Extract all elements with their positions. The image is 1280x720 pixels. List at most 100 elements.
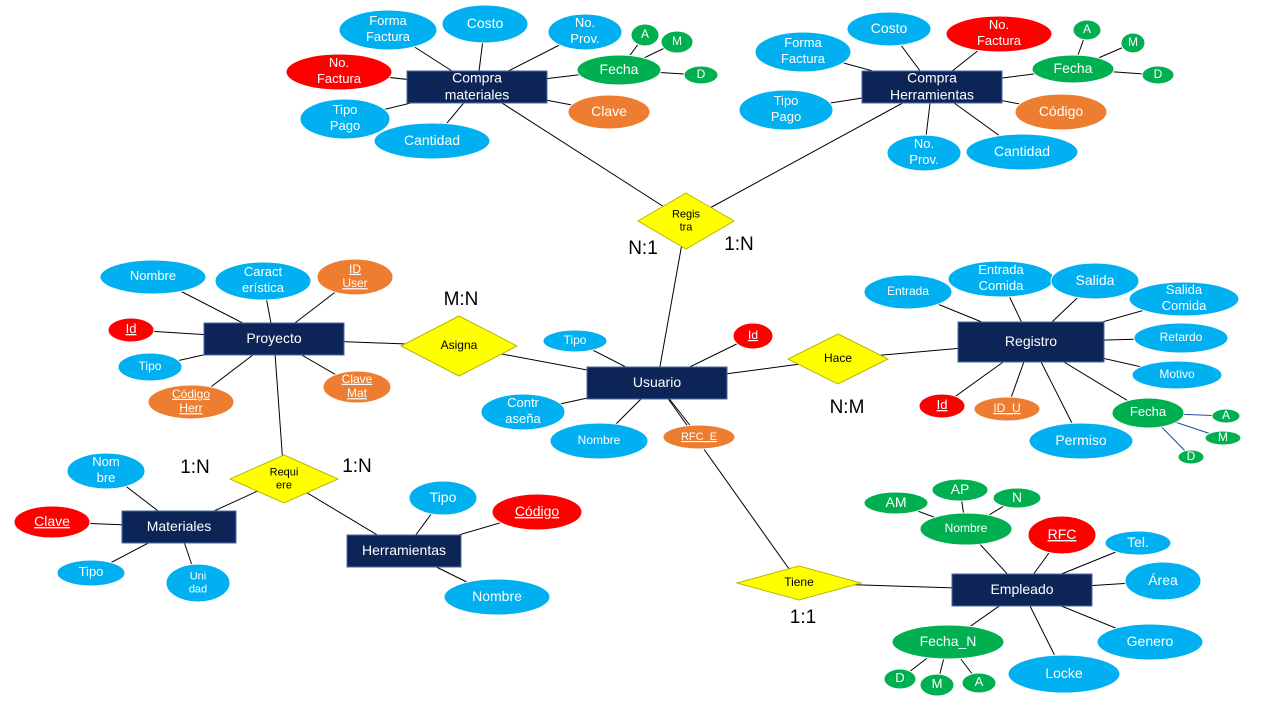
cardinality-hace: N:M xyxy=(830,397,865,418)
attribute-label: Id xyxy=(937,397,948,412)
attribute-cm-fecha[interactable]: Fecha xyxy=(576,54,662,86)
attribute-shape xyxy=(542,329,608,353)
attribute-shape xyxy=(567,94,651,130)
entity-label: Herramientas xyxy=(362,542,446,558)
attribute-ch-codigo[interactable]: Código xyxy=(1014,93,1108,131)
attribute-u-rfc-e[interactable]: RFC_E xyxy=(662,424,736,450)
entity-herramientas[interactable]: Herramientas xyxy=(346,534,462,568)
attribute-cm-no-prov[interactable]: No.Prov. xyxy=(547,13,623,51)
attribute-cm-fecha-d[interactable]: D xyxy=(683,65,719,85)
relationship-label: Asigna xyxy=(441,338,478,352)
attribute-h-codigo[interactable]: Código xyxy=(491,493,583,531)
attribute-e-n[interactable]: N xyxy=(992,487,1042,509)
attribute-label: D xyxy=(895,670,904,685)
entity-usuario[interactable]: Usuario xyxy=(586,366,728,400)
attribute-ch-no-factura[interactable]: No.Factura xyxy=(945,15,1053,53)
relationship-hace[interactable]: Hace xyxy=(786,333,890,385)
attribute-label: M xyxy=(1128,35,1138,49)
attribute-r-id-u[interactable]: ID_U xyxy=(973,396,1041,422)
attribute-r-id[interactable]: Id xyxy=(918,393,966,419)
attribute-r-motivo[interactable]: Motivo xyxy=(1131,360,1223,390)
attribute-e-fecha-m[interactable]: M xyxy=(919,673,955,697)
attribute-label: AP xyxy=(951,481,970,497)
attribute-r-salida[interactable]: Salida xyxy=(1050,262,1140,300)
attribute-p-id[interactable]: Id xyxy=(107,317,155,343)
attribute-ch-no-prov[interactable]: No.Prov. xyxy=(886,134,962,172)
attribute-m-tipo[interactable]: Tipo xyxy=(56,559,126,587)
attribute-r-fecha[interactable]: Fecha xyxy=(1111,397,1185,429)
attribute-e-locke[interactable]: Locke xyxy=(1007,654,1121,694)
attribute-ch-fecha-d[interactable]: D xyxy=(1141,65,1175,85)
relationship-asigna[interactable]: Asigna xyxy=(399,315,519,377)
attribute-shape xyxy=(285,53,393,91)
entity-registro[interactable]: Registro xyxy=(957,321,1105,363)
attribute-h-tipo[interactable]: Tipo xyxy=(408,480,478,516)
attribute-e-genero[interactable]: Genero xyxy=(1096,623,1204,661)
attribute-cm-no-factura[interactable]: No.Factura xyxy=(285,53,393,91)
attribute-r-fecha-d[interactable]: D xyxy=(1177,449,1205,465)
attribute-label: Genero xyxy=(1127,633,1174,649)
attribute-ch-costo[interactable]: Costo xyxy=(846,11,932,47)
attribute-e-area[interactable]: Área xyxy=(1124,561,1202,601)
attribute-p-tipo[interactable]: Tipo xyxy=(117,352,183,382)
attribute-cm-cantidad[interactable]: Cantidad xyxy=(373,122,491,160)
attribute-ch-fecha-a[interactable]: A xyxy=(1072,19,1102,41)
attribute-ch-fecha[interactable]: Fecha xyxy=(1031,54,1115,84)
attribute-label: Fecha xyxy=(1130,404,1167,419)
attribute-shape xyxy=(491,493,583,531)
attribute-r-entrada[interactable]: Entrada xyxy=(863,274,953,310)
attribute-ch-cantidad[interactable]: Cantidad xyxy=(965,133,1079,171)
attribute-cm-costo[interactable]: Costo xyxy=(441,4,529,44)
attribute-u-nombre[interactable]: Nombre xyxy=(549,422,649,460)
relationship-tiene[interactable]: Tiene xyxy=(735,565,863,601)
attribute-e-nombre[interactable]: Nombre xyxy=(919,512,1013,546)
attribute-r-retardo[interactable]: Retardo xyxy=(1133,322,1229,354)
attribute-e-rfc[interactable]: RFC xyxy=(1027,515,1097,555)
attribute-r-fecha-a[interactable]: A xyxy=(1211,408,1241,424)
attribute-e-fecha-a[interactable]: A xyxy=(961,672,997,694)
attribute-shape xyxy=(1133,322,1229,354)
attribute-label: RFC xyxy=(1048,526,1077,542)
attribute-p-nombre[interactable]: Nombre xyxy=(99,259,207,295)
attribute-e-tel[interactable]: Tel. xyxy=(1104,530,1172,556)
attribute-e-fecha-n[interactable]: Fecha_N xyxy=(891,624,1005,660)
attribute-e-ap[interactable]: AP xyxy=(931,478,989,502)
attribute-e-am[interactable]: AM xyxy=(863,491,929,515)
attribute-label: Salida xyxy=(1076,272,1115,288)
attribute-cm-fecha-a[interactable]: A xyxy=(630,23,660,47)
entity-materiales[interactable]: Materiales xyxy=(121,510,237,544)
attribute-cm-clave[interactable]: Clave xyxy=(567,94,651,130)
attribute-e-fecha-d[interactable]: D xyxy=(883,668,917,690)
attribute-m-clave[interactable]: Clave xyxy=(13,505,91,539)
attribute-label: Fecha xyxy=(600,61,639,77)
attribute-u-id[interactable]: Id xyxy=(732,322,774,350)
attribute-r-permiso[interactable]: Permiso xyxy=(1028,422,1134,460)
entity-proyecto[interactable]: Proyecto xyxy=(203,322,345,356)
attribute-ch-fecha-m[interactable]: M xyxy=(1120,32,1146,54)
entity-empleado[interactable]: Empleado xyxy=(951,573,1093,607)
attribute-h-nombre[interactable]: Nombre xyxy=(443,578,551,616)
attribute-cm-fecha-m[interactable]: M xyxy=(660,30,694,54)
attribute-r-fecha-m[interactable]: M xyxy=(1204,430,1242,446)
attribute-u-tipo[interactable]: Tipo xyxy=(542,329,608,353)
